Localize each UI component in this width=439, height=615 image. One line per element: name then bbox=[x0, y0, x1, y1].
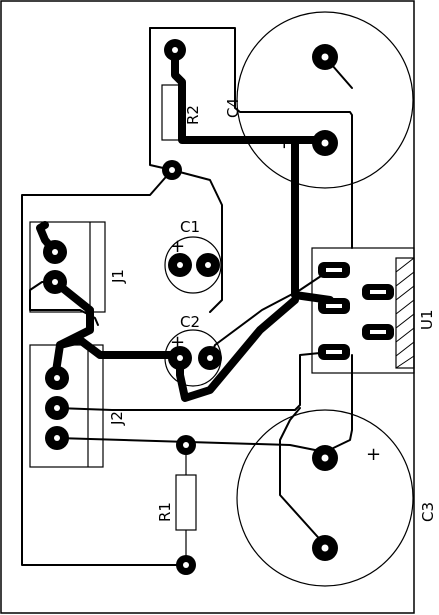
c1-plus-mark: + bbox=[170, 236, 185, 257]
pad bbox=[198, 346, 222, 370]
c2-label: C2 bbox=[180, 313, 200, 331]
r2-resistor-body bbox=[161, 84, 185, 141]
round-pads bbox=[43, 39, 338, 575]
c3-label: C3 bbox=[419, 502, 437, 522]
pad bbox=[168, 253, 192, 277]
thick-traces bbox=[36, 46, 334, 402]
pad bbox=[176, 555, 196, 575]
u1-heatsink-tab bbox=[395, 257, 415, 369]
pad bbox=[45, 366, 69, 390]
c1-label: C1 bbox=[180, 218, 200, 236]
pad bbox=[45, 426, 69, 450]
c3-plus-mark: + bbox=[366, 444, 381, 465]
c4-plus-mark: + bbox=[274, 135, 295, 150]
j1-connector-outline bbox=[29, 221, 106, 313]
pad bbox=[312, 445, 338, 471]
pad bbox=[43, 240, 67, 264]
c2-plus-mark: + bbox=[170, 332, 185, 353]
pad bbox=[43, 270, 67, 294]
component-outlines bbox=[29, 11, 415, 587]
c3-capacitor-outline bbox=[236, 409, 414, 587]
c4-capacitor-outline bbox=[236, 11, 414, 189]
u1-pads bbox=[318, 262, 394, 360]
r1-label: R1 bbox=[156, 502, 174, 522]
u1-label: U1 bbox=[418, 309, 436, 330]
pad bbox=[176, 435, 196, 455]
pad bbox=[45, 396, 69, 420]
pad bbox=[312, 130, 338, 156]
pad bbox=[196, 253, 220, 277]
r2-label: R2 bbox=[184, 105, 202, 125]
c1-capacitor-outline bbox=[164, 236, 222, 294]
r1-resistor-body bbox=[175, 474, 197, 531]
pad bbox=[312, 44, 338, 70]
board-outline bbox=[0, 0, 415, 614]
j2-label: J2 bbox=[108, 411, 126, 426]
c4-label: C4 bbox=[224, 98, 242, 118]
j2-connector-outline bbox=[29, 344, 104, 468]
u1-heatsink-hatch bbox=[395, 257, 415, 369]
j1-label: J1 bbox=[109, 269, 127, 284]
pad bbox=[162, 160, 182, 180]
pad bbox=[168, 346, 192, 370]
pad bbox=[312, 535, 338, 561]
pad bbox=[164, 39, 186, 61]
